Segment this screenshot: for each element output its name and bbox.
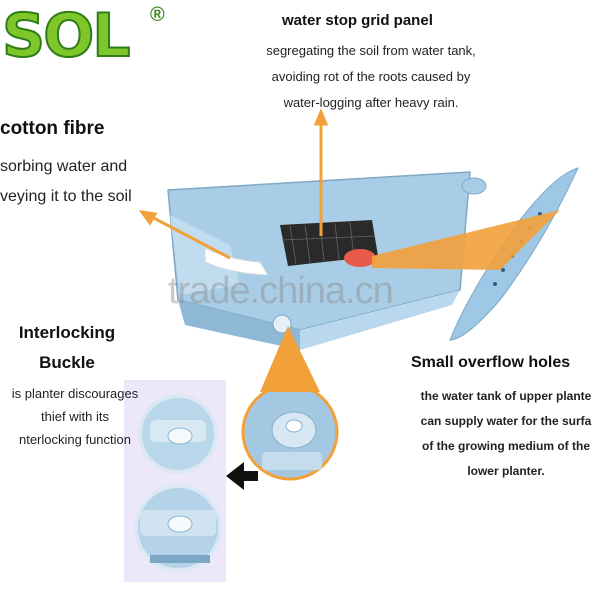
overflow-pointer: [372, 210, 560, 270]
buckle-description: is planter discourages thief with its nt…: [0, 382, 150, 451]
holes-line: lower planter.: [467, 464, 545, 478]
registered-mark: ®: [150, 4, 165, 26]
water-panel-description: segregating the soil from water tank, av…: [236, 38, 506, 116]
buckle-line: nterlocking function: [18, 432, 131, 447]
holes-line: the water tank of upper plante: [420, 389, 592, 403]
buckle-title: Interlocking Buckle: [2, 318, 132, 378]
logo-text: SOL: [1, 1, 131, 71]
buckle-line: thief with its: [41, 409, 109, 424]
cotton-description: sorbing water and veying it to the soil: [0, 152, 132, 212]
water-panel-line: segregating the soil from water tank,: [266, 43, 476, 58]
water-panel-title: water stop grid panel: [282, 12, 433, 29]
holes-description: the water tank of upper plante can suppl…: [396, 384, 600, 484]
buckle-title-line: Buckle: [39, 353, 95, 372]
black-arrow-left-icon: [226, 462, 258, 490]
cotton-line: veying it to the soil: [0, 188, 132, 205]
cotton-line: sorbing water and: [0, 158, 128, 175]
holes-title: Small overflow holes: [411, 354, 571, 371]
cotton-title: cotton fibre: [0, 118, 105, 139]
buckle-title-line: Interlocking: [18, 323, 116, 342]
sol-logo: SOL ®: [0, 0, 175, 70]
holes-line: of the growing medium of the: [422, 439, 590, 453]
buckle-line: is planter discourages: [11, 386, 139, 401]
watermark: trade.china.cn: [168, 270, 394, 312]
water-panel-line: avoiding rot of the roots caused by: [271, 69, 471, 84]
holes-line: can supply water for the surfa: [420, 414, 592, 428]
water-panel-line: water-logging after heavy rain.: [283, 95, 459, 110]
